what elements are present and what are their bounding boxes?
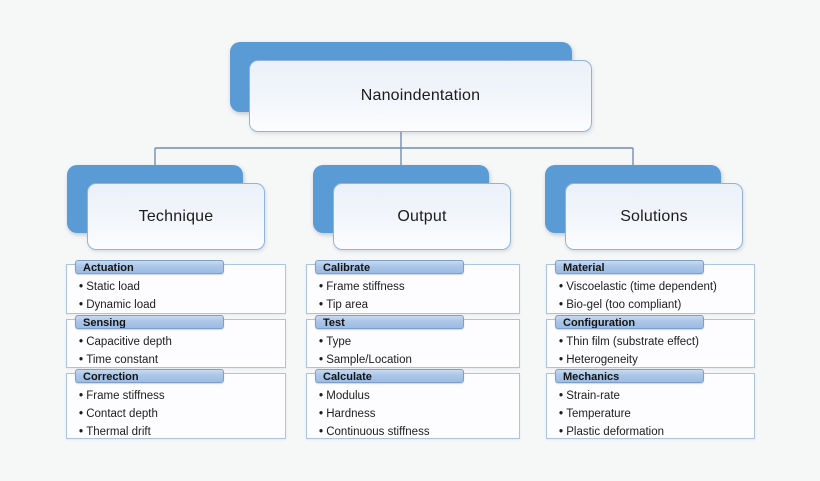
section-header: Calculate (315, 369, 464, 383)
section-sensing: Sensing Capacitive depth Time constant (66, 315, 286, 369)
section-header-label: Configuration (563, 317, 636, 329)
list-item: Hardness (319, 405, 517, 423)
section-correction: Correction Frame stiffness Contact depth… (66, 369, 286, 440)
section-header-label: Test (323, 317, 345, 329)
node-label-box: Solutions (565, 183, 743, 250)
list-item: Frame stiffness (319, 278, 517, 296)
list-item: Thermal drift (79, 423, 283, 441)
list-item: Capacitive depth (79, 333, 283, 351)
section-item-list: Viscoelastic (time dependent) Bio-gel (t… (559, 278, 752, 314)
section-header-label: Calibrate (323, 262, 371, 274)
section-header-label: Actuation (83, 262, 134, 274)
section-header-label: Mechanics (563, 371, 620, 383)
list-item: Plastic deformation (559, 423, 752, 441)
node-label-box: Technique (87, 183, 265, 250)
node-solutions: Solutions (545, 165, 743, 250)
list-item: Tip area (319, 296, 517, 314)
section-mechanics: Mechanics Strain-rate Temperature Plasti… (546, 369, 755, 440)
list-item: Heterogeneity (559, 351, 752, 369)
list-item: Dynamic load (79, 296, 283, 314)
section-header: Sensing (75, 315, 224, 329)
list-item: Viscoelastic (time dependent) (559, 278, 752, 296)
column-technique: Actuation Static load Dynamic load Sensi… (66, 260, 286, 440)
section-header: Mechanics (555, 369, 704, 383)
section-calibrate: Calibrate Frame stiffness Tip area (306, 260, 520, 315)
list-item: Strain-rate (559, 387, 752, 405)
section-item-list: Frame stiffness Contact depth Thermal dr… (79, 387, 283, 441)
list-item: Time constant (79, 351, 283, 369)
section-header: Actuation (75, 260, 224, 274)
section-test: Test Type Sample/Location (306, 315, 520, 369)
section-item-list: Modulus Hardness Continuous stiffness (319, 387, 517, 441)
branch-node-label: Solutions (620, 207, 688, 225)
section-item-list: Strain-rate Temperature Plastic deformat… (559, 387, 752, 441)
list-item: Thin film (substrate effect) (559, 333, 752, 351)
branch-node-label: Output (397, 207, 447, 225)
branch-node-label: Technique (138, 207, 214, 225)
root-node-label: Nanoindentation (360, 87, 481, 104)
list-item: Frame stiffness (79, 387, 283, 405)
list-item: Contact depth (79, 405, 283, 423)
section-item-list: Static load Dynamic load (79, 278, 283, 314)
column-output: Calibrate Frame stiffness Tip area Test … (306, 260, 520, 440)
list-item: Type (319, 333, 517, 351)
list-item: Temperature (559, 405, 752, 423)
section-header: Correction (75, 369, 224, 383)
section-calculate: Calculate Modulus Hardness Continuous st… (306, 369, 520, 440)
list-item: Continuous stiffness (319, 423, 517, 441)
node-output: Output (313, 165, 511, 250)
section-header-label: Sensing (83, 317, 126, 329)
section-item-list: Capacitive depth Time constant (79, 333, 283, 369)
section-header-label: Correction (83, 371, 139, 383)
node-label-box: Nanoindentation (249, 60, 592, 132)
list-item: Modulus (319, 387, 517, 405)
section-header: Calibrate (315, 260, 464, 274)
section-item-list: Type Sample/Location (319, 333, 517, 369)
section-header-label: Material (563, 262, 605, 274)
section-actuation: Actuation Static load Dynamic load (66, 260, 286, 315)
list-item: Static load (79, 278, 283, 296)
node-technique: Technique (67, 165, 265, 250)
section-header-label: Calculate (323, 371, 372, 383)
section-material: Material Viscoelastic (time dependent) B… (546, 260, 755, 315)
section-header: Material (555, 260, 704, 274)
section-header: Test (315, 315, 464, 329)
section-header: Configuration (555, 315, 704, 329)
node-nanoindentation: Nanoindentation (230, 42, 592, 132)
node-label-box: Output (333, 183, 511, 250)
column-solutions: Material Viscoelastic (time dependent) B… (546, 260, 755, 440)
section-configuration: Configuration Thin film (substrate effec… (546, 315, 755, 369)
section-item-list: Frame stiffness Tip area (319, 278, 517, 314)
list-item: Sample/Location (319, 351, 517, 369)
list-item: Bio-gel (too compliant) (559, 296, 752, 314)
section-item-list: Thin film (substrate effect) Heterogenei… (559, 333, 752, 369)
